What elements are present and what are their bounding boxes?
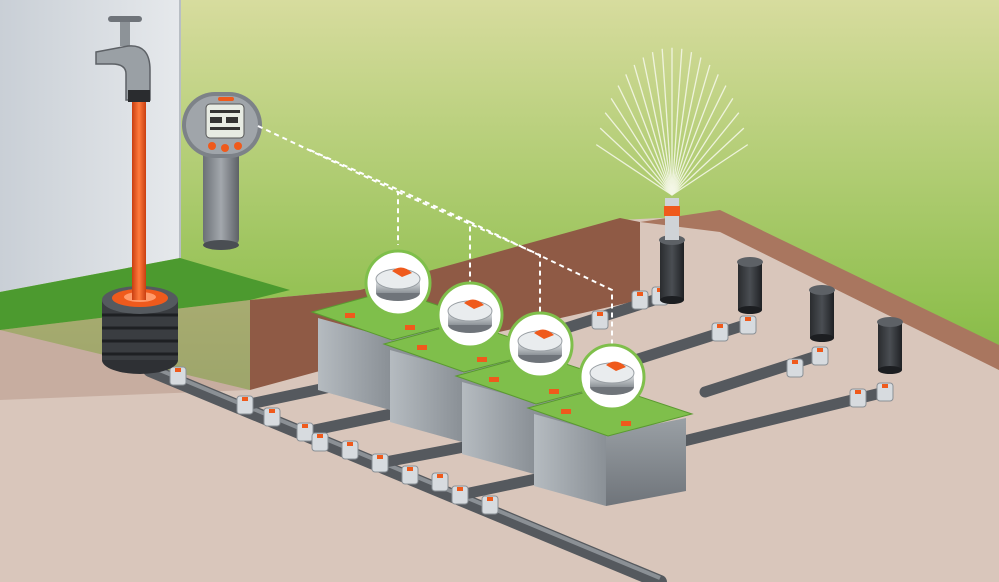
pipe-connector xyxy=(263,407,281,427)
spray-jet xyxy=(625,74,673,196)
pop-up-sprinkler-4 xyxy=(877,317,903,374)
pop-up-sprinkler-1 xyxy=(659,198,685,304)
pop-up-sprinklers xyxy=(659,198,903,374)
valve-callout-icon xyxy=(506,311,574,379)
spray-jet xyxy=(671,98,734,196)
controller-button-1 xyxy=(208,142,216,150)
spray-jet xyxy=(671,74,719,196)
controller-display xyxy=(210,110,240,130)
spray-jet xyxy=(595,144,673,196)
pipe-connector xyxy=(371,453,389,473)
spray-jet xyxy=(661,48,673,196)
valve-callout-icon xyxy=(436,281,504,349)
water-connection-box xyxy=(102,286,178,374)
spray-jet xyxy=(671,85,727,196)
valve-callout-icon xyxy=(364,249,432,317)
spray-jet xyxy=(671,127,745,196)
spray-jet xyxy=(671,112,740,196)
pipe-connector xyxy=(631,290,649,310)
spray-jet xyxy=(671,52,693,196)
pipe-connector xyxy=(876,382,894,402)
pipe-connector xyxy=(786,358,804,378)
house-wall xyxy=(0,0,180,292)
orange-hose xyxy=(132,100,146,300)
spray-jet xyxy=(651,52,673,196)
water-tap-icon xyxy=(95,16,151,102)
spray-jet xyxy=(642,57,673,196)
pipe-connector xyxy=(811,346,829,366)
valve-callout-icon xyxy=(578,343,646,411)
spray-jet xyxy=(599,127,673,196)
pipe-connector xyxy=(739,315,757,335)
pipe-connector xyxy=(711,322,729,342)
pop-up-sprinkler-3 xyxy=(809,285,835,342)
pipe-connector xyxy=(401,465,419,485)
pipe-connector xyxy=(236,395,254,415)
pipe-connector xyxy=(296,422,314,442)
pipe-connectors xyxy=(169,286,894,515)
pipe-connector xyxy=(341,440,359,460)
valve-box-4 xyxy=(526,385,694,506)
spray-jet xyxy=(671,57,702,196)
controller-unit xyxy=(182,92,262,250)
pipe-connector xyxy=(591,310,609,330)
pipe-connector xyxy=(481,495,499,515)
pipe-connector xyxy=(311,432,329,452)
pipe-connector xyxy=(451,485,469,505)
controller-button-2 xyxy=(221,144,229,152)
spray-jet xyxy=(610,98,673,196)
spray-jet xyxy=(671,64,711,196)
signal-lines xyxy=(257,125,613,350)
valve-callouts xyxy=(364,249,646,411)
spray-jet xyxy=(617,85,673,196)
pop-up-sprinkler-2 xyxy=(737,257,763,314)
spray-jet xyxy=(604,112,673,196)
pipe-connector xyxy=(849,388,867,408)
spray-jet xyxy=(671,48,683,196)
pipe-connector xyxy=(431,472,449,492)
sprinkler-spray xyxy=(595,47,749,196)
spray-jet xyxy=(633,64,673,196)
spray-jet xyxy=(671,144,749,196)
pipe-connector xyxy=(169,366,187,386)
controller-button-3 xyxy=(234,142,242,150)
